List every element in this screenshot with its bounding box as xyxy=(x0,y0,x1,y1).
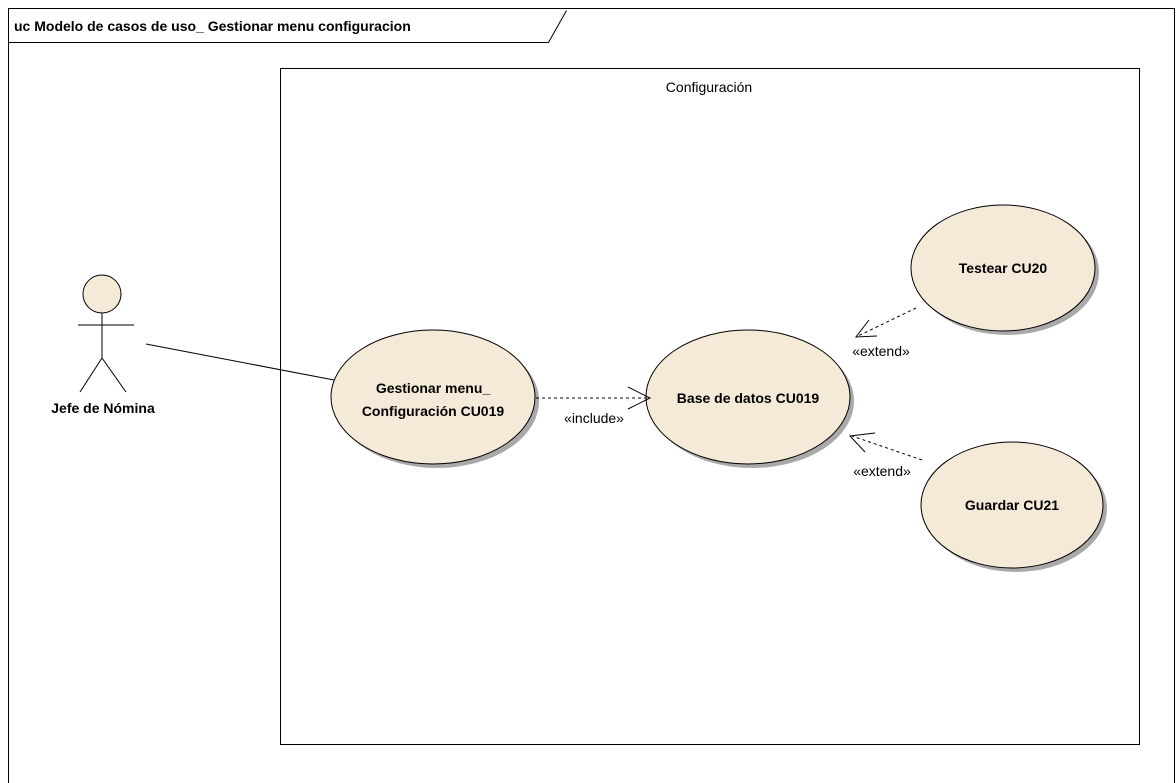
usecase-guardar[interactable]: Guardar CU21 xyxy=(920,441,1107,572)
usecase-base-datos-label: Base de datos CU019 xyxy=(677,390,820,406)
usecase-guardar-label: Guardar CU21 xyxy=(965,497,1059,513)
usecase-guardar-ellipse xyxy=(920,441,1104,569)
usecase-testear[interactable]: Testear CU20 xyxy=(910,204,1099,335)
usecase-gestionar-ellipse xyxy=(330,329,536,465)
association-line xyxy=(145,343,335,381)
usecase-gestionar-label-line1: Gestionar menu_ xyxy=(376,380,491,396)
actor-left-leg xyxy=(79,357,103,393)
usecase-gestionar-label-line2: Configuración CU019 xyxy=(362,403,505,419)
frame-title-tab xyxy=(8,10,567,43)
frame-title: uc Modelo de casos de uso_ Gestionar men… xyxy=(14,18,411,34)
usecase-base-datos-ellipse xyxy=(645,329,851,465)
extend-guardar-relation[interactable] xyxy=(848,432,923,461)
extend-testear-dashed-line xyxy=(857,307,917,337)
usecase-testear-ellipse xyxy=(910,204,1096,332)
extend-testear-relation[interactable] xyxy=(854,307,917,338)
usecase-gestionar[interactable]: Gestionar menu_ Configuración CU019 xyxy=(330,329,539,468)
include-relation[interactable] xyxy=(536,386,652,410)
include-arrowhead xyxy=(627,386,652,410)
usecase-testear-label: Testear CU20 xyxy=(959,260,1048,276)
extend-testear-label: «extend» xyxy=(852,343,910,359)
actor-head xyxy=(82,274,122,314)
extend-guardar-dashed-line xyxy=(851,435,923,461)
system-boundary-label: Configuración xyxy=(666,79,752,95)
usecase-base-datos[interactable]: Base de datos CU019 xyxy=(645,329,854,468)
actor-right-leg xyxy=(101,357,127,393)
actor-label: Jefe de Nómina xyxy=(51,400,155,416)
include-label: «include» xyxy=(564,410,624,426)
actor-figure[interactable] xyxy=(78,274,134,393)
system-boundary xyxy=(280,68,1140,745)
extend-testear-arrowhead xyxy=(854,319,878,338)
extend-guardar-arrowhead xyxy=(848,432,876,453)
extend-guardar-label: «extend» xyxy=(853,463,911,479)
diagram-frame xyxy=(8,8,1175,783)
